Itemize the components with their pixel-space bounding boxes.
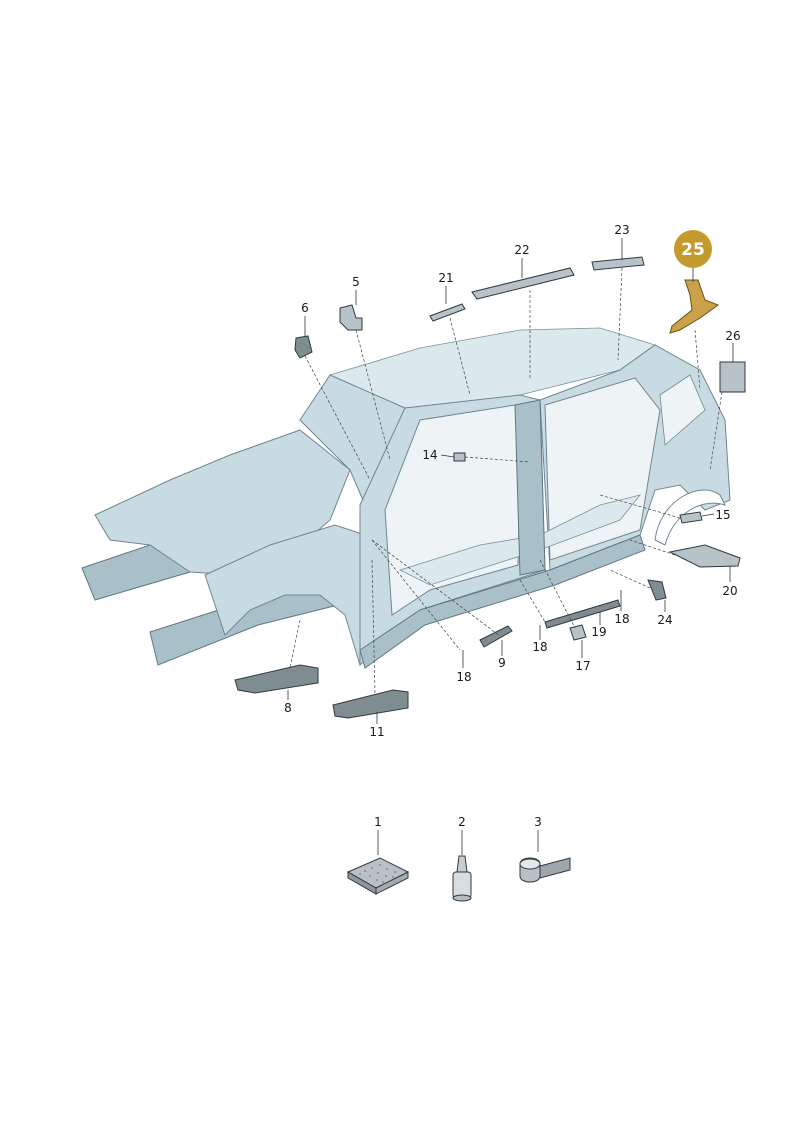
- callout-25: 25: [681, 240, 705, 260]
- callout-18-right: 18: [614, 612, 629, 626]
- callout-2: 2: [458, 815, 466, 829]
- part-5-bracket: [339, 304, 363, 331]
- callout-labels: 5 6 21 22 23 26 14 15 20 24 19 18 18 17 …: [284, 223, 740, 739]
- rear-door-opening: [544, 377, 661, 561]
- callout-9: 9: [498, 656, 506, 670]
- accessories: 1 2 3: [346, 815, 571, 902]
- callout-1: 1: [374, 815, 382, 829]
- callout-18-left: 18: [456, 670, 471, 684]
- callout-19: 19: [591, 625, 606, 639]
- b-pillar: [514, 399, 546, 576]
- part-14-clip: [453, 452, 466, 462]
- adhesive-bottle: [452, 855, 472, 902]
- part-21-strip: [429, 303, 466, 322]
- part-8-support: [234, 664, 319, 694]
- callout-11: 11: [369, 725, 384, 739]
- callout-23: 23: [614, 223, 629, 237]
- part-23-strip: [591, 256, 645, 271]
- part-24-bracket: [647, 579, 667, 601]
- callout-8: 8: [284, 701, 292, 715]
- callout-18-middle: 18: [532, 640, 547, 654]
- callout-22: 22: [514, 243, 529, 257]
- part-17-clip: [569, 624, 587, 641]
- highlight-badge-25: 25: [674, 230, 712, 268]
- callout-14: 14: [422, 448, 437, 462]
- part-20-plate: [668, 544, 741, 568]
- rear-wheel-arch: [654, 489, 726, 546]
- part-19-rail: [544, 599, 621, 629]
- part-9-bar: [479, 625, 513, 648]
- side-sill: [359, 534, 646, 669]
- part-15-bracket: [679, 511, 703, 524]
- callout-17: 17: [575, 659, 590, 673]
- car-body-shell: [81, 327, 731, 669]
- front-fender: [204, 524, 366, 666]
- callout-21: 21: [438, 271, 453, 285]
- part-11-support: [332, 689, 409, 719]
- part-25-reinforcement: [669, 279, 720, 334]
- callout-20: 20: [722, 584, 737, 598]
- adhesive-tape-roll: [519, 857, 571, 883]
- part-22-strip: [471, 267, 575, 300]
- part-6-clip: [294, 335, 313, 359]
- sound-deadening-pad: [346, 857, 410, 895]
- callout-3: 3: [534, 815, 542, 829]
- leader-lines: [287, 238, 734, 724]
- callout-6: 6: [301, 301, 309, 315]
- part-26-panel: [719, 361, 746, 393]
- callout-5: 5: [352, 275, 360, 289]
- callout-15: 15: [715, 508, 730, 522]
- parts: [234, 256, 746, 719]
- callout-24: 24: [657, 613, 672, 627]
- callout-26: 26: [725, 329, 740, 343]
- rear-quarter-opening: [659, 374, 706, 446]
